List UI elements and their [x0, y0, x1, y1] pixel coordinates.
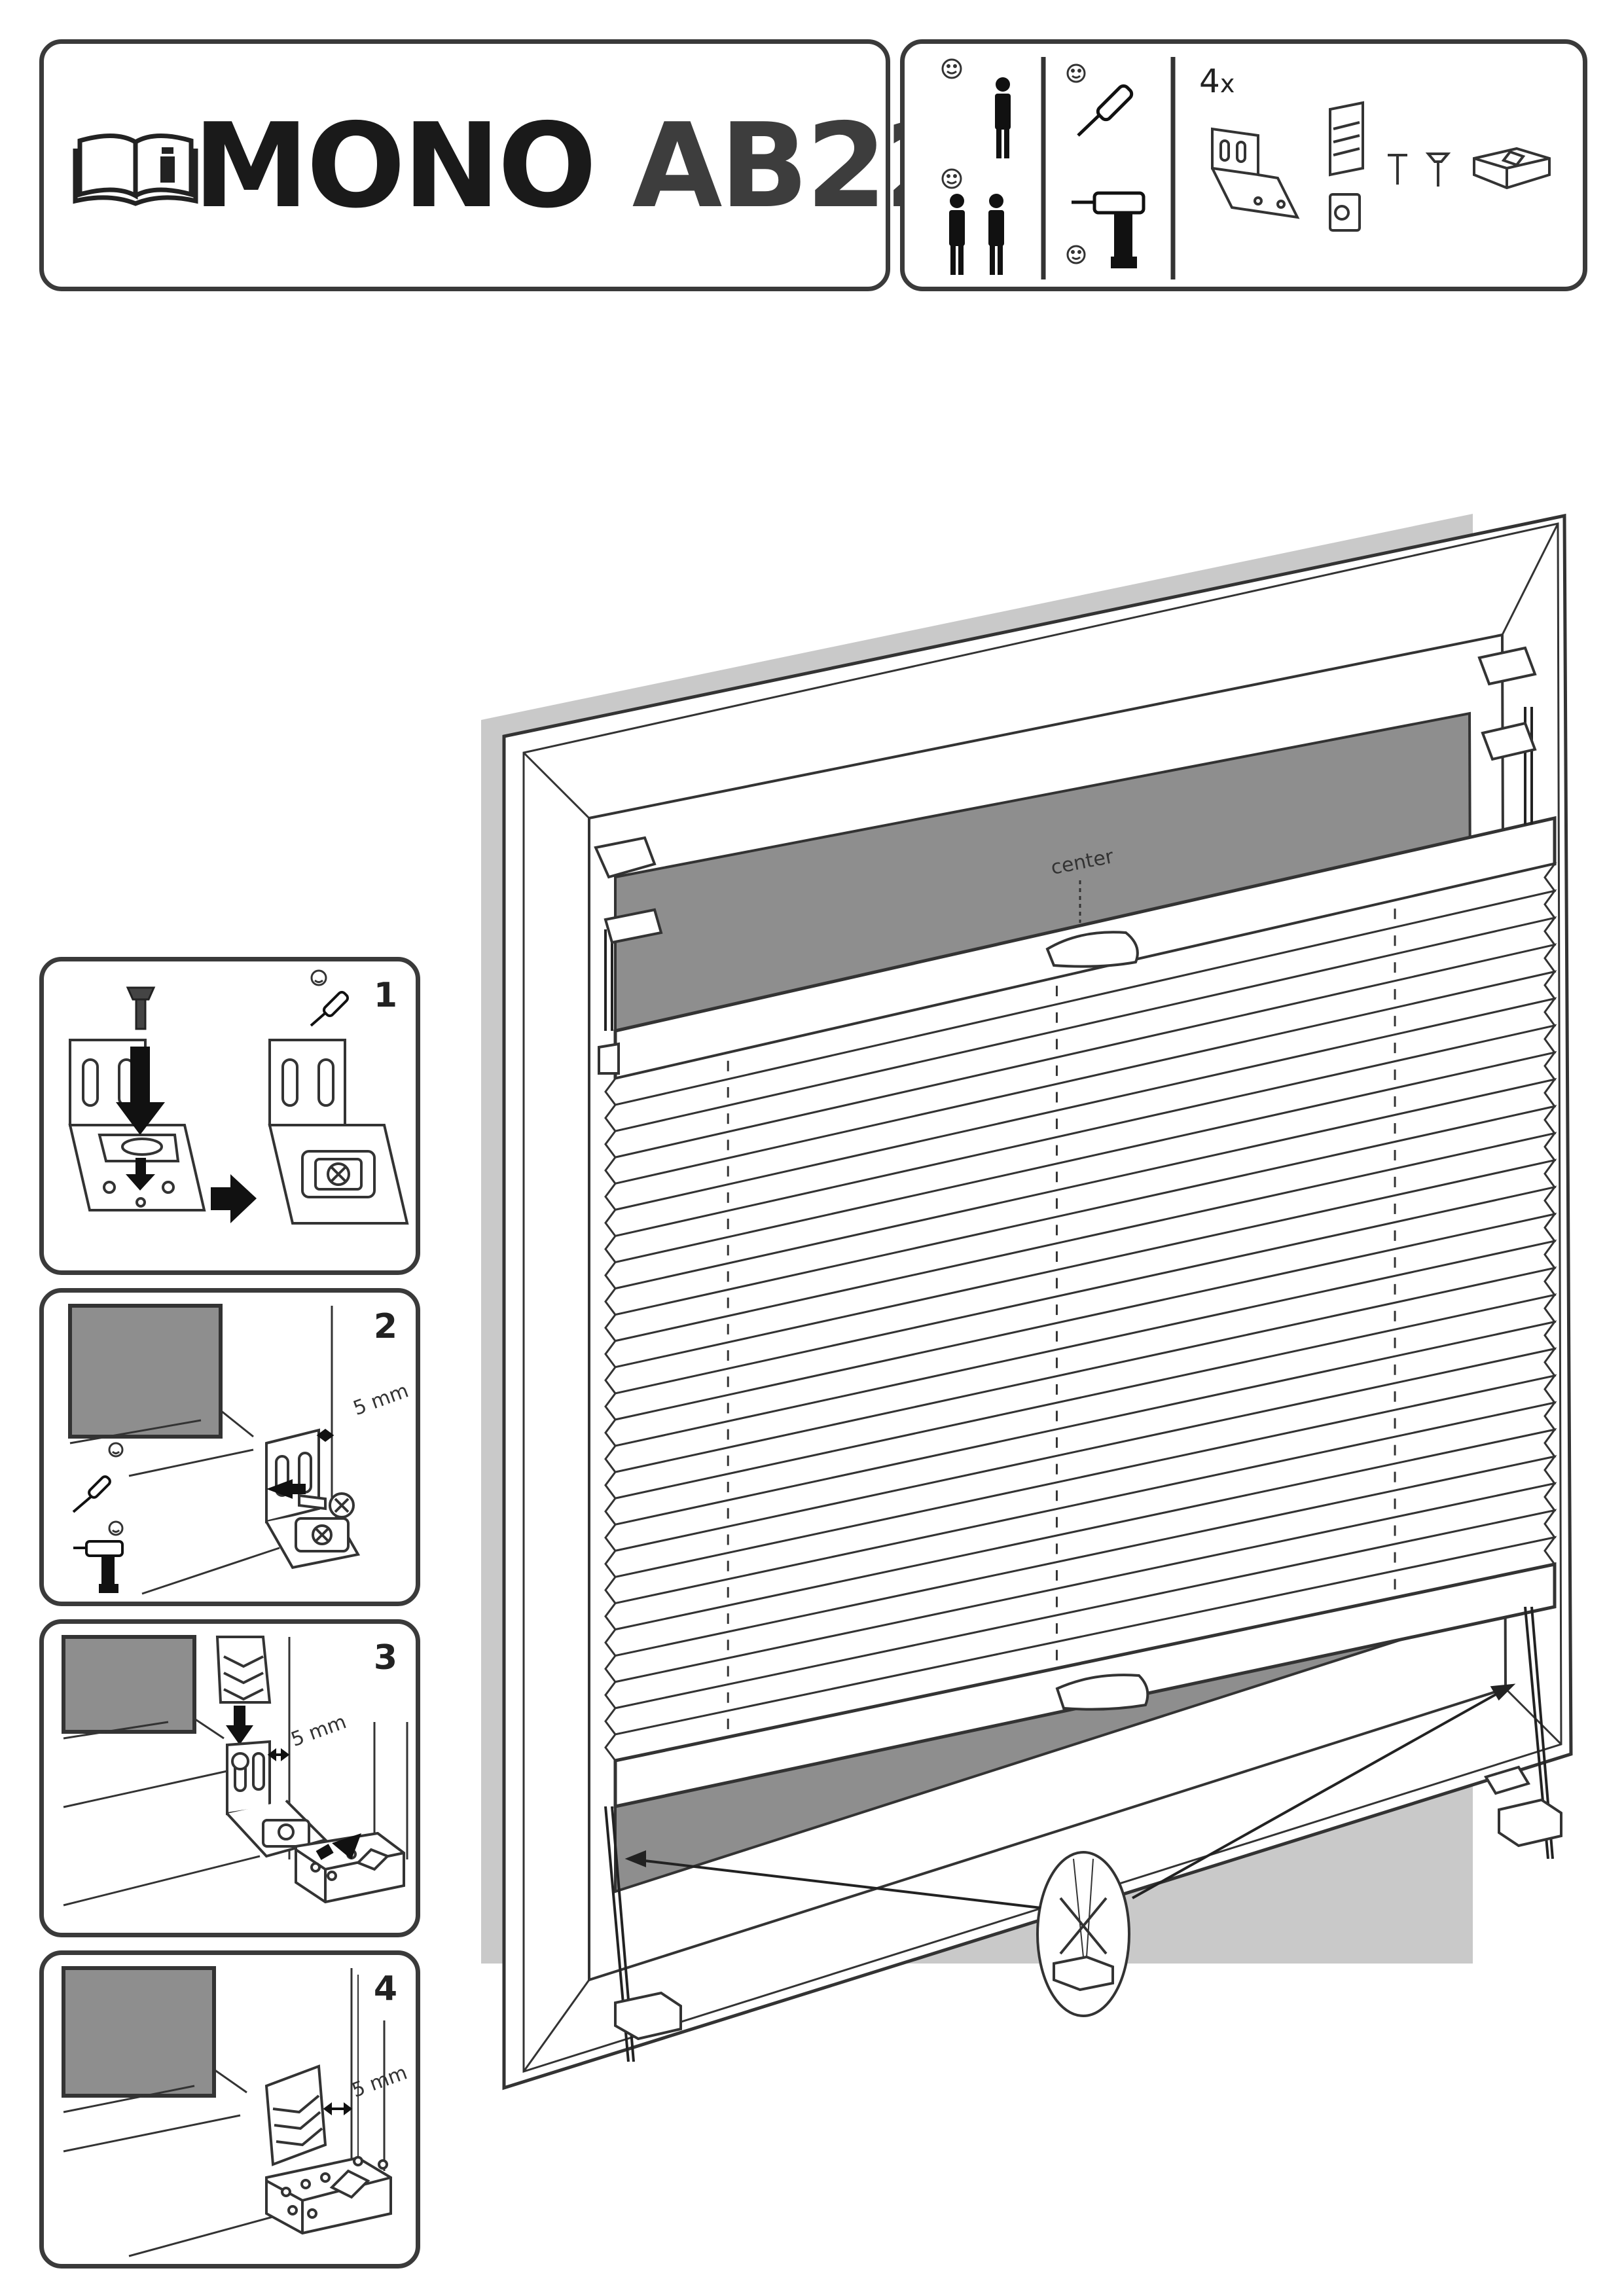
quantity-value: 4	[1199, 62, 1220, 100]
fabric-pleat	[604, 1401, 1557, 1631]
step-3-panel: 3	[39, 1619, 420, 1937]
arrow-down-icon	[116, 1047, 165, 1191]
screw-icon	[298, 1492, 355, 1518]
window-glass	[68, 1304, 223, 1439]
fabric-pleat	[604, 943, 1557, 1185]
info-book-icon	[73, 134, 198, 206]
one-person-icon	[995, 77, 1011, 158]
fabric-pleat	[604, 1158, 1557, 1395]
step-number: 1	[373, 976, 397, 1015]
fabric-pleat	[604, 1050, 1557, 1290]
arrow-down-icon	[226, 1706, 253, 1745]
screwdriver-icon	[72, 1475, 111, 1513]
fabric-pleat	[604, 1509, 1557, 1736]
step-2-illustration	[68, 1304, 361, 1595]
smiley-icon	[310, 969, 327, 986]
fabric-pleat	[604, 970, 1557, 1211]
step-1-illustration	[68, 969, 409, 1225]
bottom-holder-icon	[614, 1765, 1562, 2041]
step-4-panel: 4 5 mm	[39, 1950, 420, 2269]
product-title: MONO AB22	[193, 108, 965, 224]
screw-icon	[126, 986, 156, 1030]
smiley-icon	[108, 1520, 124, 1536]
window-frame-outer	[502, 513, 1573, 2090]
pointer-arrows	[624, 1683, 1516, 1909]
step-number: 3	[373, 1638, 397, 1677]
fabric-pleat	[604, 1374, 1557, 1605]
bracket-icon	[268, 1039, 409, 1225]
step-number: 4	[373, 1969, 397, 2009]
quantity-label: 4x	[1199, 62, 1235, 100]
quantity-suffix: x	[1219, 69, 1235, 98]
two-persons-icon	[949, 194, 1004, 275]
clip-icon	[264, 2064, 327, 2166]
fabric-pleat	[604, 1212, 1557, 1447]
fabric-pleat	[604, 1347, 1557, 1579]
drill-icon	[73, 1540, 124, 1593]
screwdriver-icon	[1077, 84, 1134, 137]
window-glass	[614, 711, 1475, 1893]
fabric-pleat	[604, 1024, 1557, 1264]
screwdriver-icon	[310, 990, 350, 1027]
step-2-panel: 2	[39, 1288, 420, 1606]
requirements-icons	[941, 57, 1551, 279]
step-1-panel: 1	[39, 957, 420, 1275]
pleated-fabric	[604, 862, 1557, 1762]
fabric-pleat	[604, 862, 1557, 1106]
window-reveal	[588, 633, 1507, 1982]
fabric-pleat	[604, 1132, 1557, 1369]
tension-cords	[604, 707, 1554, 2062]
screw-icon	[1388, 152, 1451, 187]
bracket-icon	[1211, 127, 1300, 219]
fabric-pleat	[604, 1266, 1557, 1499]
fabric-pleat	[604, 1455, 1557, 1683]
smiley-icon	[1066, 245, 1086, 264]
arrow-up-right-icon	[316, 1833, 361, 1860]
gap-arrow-icon	[267, 1748, 290, 1761]
fabric-pleat	[604, 1427, 1557, 1657]
fabric-pleat	[604, 1077, 1557, 1316]
drill-icon	[1072, 191, 1146, 268]
top-handle	[1045, 931, 1139, 968]
bottom-holder-icon	[1473, 147, 1551, 190]
step-4-illustration	[62, 1966, 392, 2257]
smiley-icon	[1066, 63, 1086, 83]
arrow-right-icon	[211, 1174, 257, 1223]
step-number: 2	[373, 1307, 397, 1346]
fabric-pleat	[604, 997, 1557, 1238]
bracket-icon	[226, 1740, 328, 1858]
fabric-pleat	[604, 1239, 1557, 1473]
window-glass	[62, 1966, 216, 2098]
wall-shadow	[481, 514, 1473, 1964]
fabric-pleat	[604, 1185, 1557, 1421]
smiley-icon	[941, 168, 962, 189]
fabric-pleat	[604, 1535, 1557, 1762]
title-box: MONO AB22	[39, 39, 965, 291]
bottom-holder-icon	[265, 2156, 392, 2235]
fabric-pleat	[604, 889, 1557, 1132]
smiley-icon	[108, 1442, 124, 1458]
clip-icon	[1329, 101, 1364, 232]
gap-arrow-icon	[316, 1429, 334, 1442]
center-label: center	[1049, 845, 1115, 880]
bottom-rail	[613, 1562, 1557, 1809]
clip-icon	[215, 1636, 272, 1704]
smiley-icon	[941, 58, 962, 79]
step-3-illustration	[62, 1635, 408, 1907]
fabric-pleat	[604, 916, 1557, 1158]
fabric-pleat	[604, 1482, 1557, 1710]
bottom-handle	[1055, 1674, 1149, 1711]
requirements-box: 4x	[900, 39, 1587, 291]
window-glass	[62, 1635, 196, 1734]
fabric-pleat	[604, 1320, 1557, 1552]
incorrect-mounting-detail	[1036, 1851, 1130, 2017]
fabric-pleat	[604, 1293, 1557, 1526]
title-part-1: MONO	[193, 98, 597, 234]
gap-arrow-icon	[323, 2102, 353, 2115]
fabric-pleat	[604, 1105, 1557, 1342]
arrow-left-icon	[266, 1479, 306, 1499]
